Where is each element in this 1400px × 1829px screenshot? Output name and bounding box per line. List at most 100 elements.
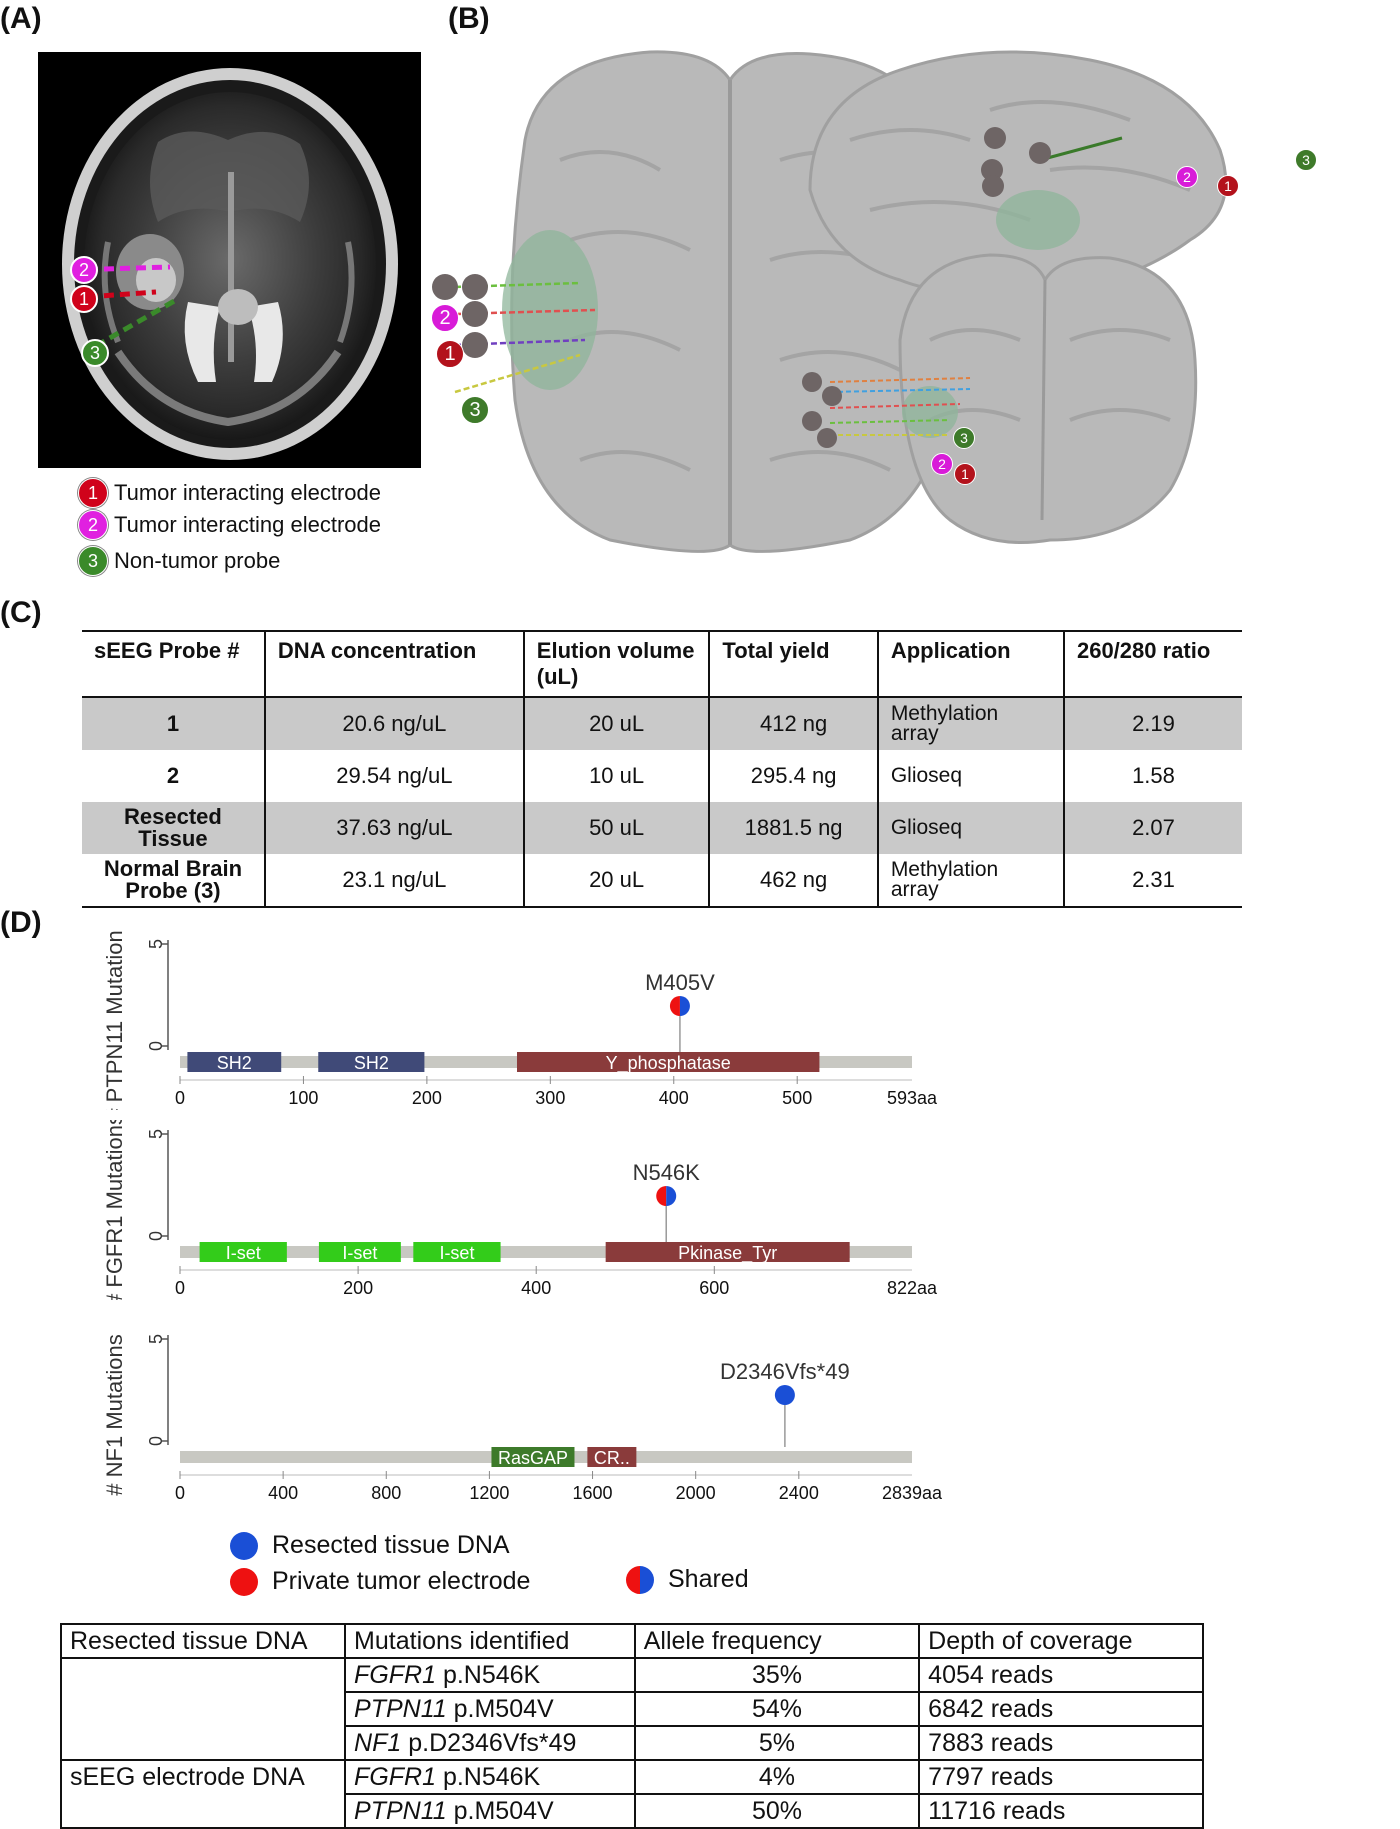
table-d-mutation: FGFR1 p.N546K	[344, 1657, 636, 1693]
table-c-header: DNA concentration	[263, 631, 524, 697]
table-c-cell-probe: Resected Tissue	[82, 802, 265, 854]
table-d-mutation: PTPN11 p.M504V	[344, 1793, 636, 1829]
table-d-af: 54%	[633, 1691, 921, 1727]
marker-number: 2	[1183, 169, 1191, 185]
domain-cr-	[587, 1447, 637, 1467]
legend-swatch-private	[230, 1567, 258, 1596]
legend-a-text: Tumor interacting electrode	[114, 512, 381, 537]
y-tick-label: 0	[146, 1231, 166, 1241]
domain-sh2	[318, 1052, 425, 1072]
legend-d-text: Resected tissue DNA	[272, 1531, 510, 1559]
legend-a-number: 2	[87, 514, 98, 535]
x-tick-label: 300	[535, 1088, 565, 1108]
domain-rasgap	[491, 1447, 575, 1467]
y-tick-label: 5	[146, 939, 166, 949]
table-d-depth: 7797 reads	[918, 1759, 1204, 1795]
x-tick-label: 0	[175, 1088, 185, 1108]
brain-marker-2: 2	[931, 453, 953, 475]
table-d-depth: 6842 reads	[918, 1691, 1204, 1727]
domain-label: I-set	[342, 1243, 377, 1263]
y-tick-label: 0	[146, 1041, 166, 1051]
x-tick-label: 500	[782, 1088, 812, 1108]
x-tick-label: 400	[659, 1088, 689, 1108]
marker-number: 2	[439, 306, 451, 329]
table-c-cell-vol: 10 uL	[522, 750, 710, 802]
panel-label-c: (C)	[0, 596, 42, 629]
marker-number: 3	[469, 398, 481, 421]
variant: p.N546K	[436, 1762, 541, 1791]
domain-label: Y_phosphatase	[606, 1053, 731, 1074]
table-c-cell-yield: 1881.5 ng	[708, 802, 878, 854]
gene-name: PTPN11	[354, 1796, 447, 1825]
table-d-af: 50%	[633, 1793, 921, 1829]
table-d-group	[59, 1726, 347, 1761]
domain-i-set	[413, 1242, 501, 1262]
variant: p.M504V	[446, 1694, 554, 1723]
marker-number: 1	[1224, 178, 1232, 194]
gene-name: FGFR1	[354, 1660, 436, 1689]
table-c-header: sEEG Probe #	[94, 638, 240, 663]
panel-label-d: (D)	[0, 906, 42, 939]
variant: p.D2346Vfs*49	[401, 1728, 577, 1757]
legend-d-item-shared: Shared	[626, 1565, 749, 1594]
table-d-depth: 11716 reads	[918, 1793, 1204, 1829]
electrode-3-badge: 3	[78, 546, 108, 576]
legend-d-item-private: Private tumor electrode	[230, 1567, 530, 1596]
x-tick-label: 2000	[676, 1483, 716, 1503]
x-tick-label: 100	[288, 1088, 318, 1108]
table-c-cell-yield: 462 ng	[708, 854, 878, 907]
brain-marker-3: 3	[461, 396, 489, 424]
table-d-depth: 4054 reads	[918, 1657, 1204, 1693]
table-c-cell-probe: 2	[166, 763, 180, 788]
table-c-cell-app: Methylation array	[876, 697, 1064, 750]
legend-d-item-resected: Resected tissue DNA	[230, 1531, 510, 1560]
table-d-mutation: NF1 p.D2346Vfs*49	[344, 1725, 636, 1761]
x-tick-label: 0	[175, 1278, 185, 1298]
brain-marker-1: 1	[436, 340, 464, 368]
legend-a-text: Non-tumor probe	[114, 548, 281, 573]
table-c-header: Elution volume (uL)	[522, 631, 710, 697]
table-c-cell-conc: 29.54 ng/uL	[263, 750, 524, 802]
brain-3d-render	[432, 50, 1228, 553]
x-end-label: 2839aa	[882, 1483, 943, 1503]
mri-electrode-marker-2: 2	[70, 256, 98, 284]
electrode-1-badge: 1	[78, 478, 108, 508]
mri-electrode-marker-1: 1	[70, 285, 98, 313]
marker-number: 1	[78, 288, 89, 309]
table-d-depth: 7883 reads	[918, 1725, 1204, 1761]
y-tick-label: 0	[146, 1436, 166, 1446]
table-c-header: 260/280 ratio	[1062, 631, 1242, 697]
y-axis-label: # FGFR1 Mutations	[102, 1120, 127, 1300]
table-d-af: 35%	[633, 1657, 921, 1693]
x-tick-label: 1200	[469, 1483, 509, 1503]
brain-marker-2: 2	[431, 304, 459, 332]
gene-name: NF1	[354, 1728, 402, 1757]
gene-name: PTPN11	[354, 1694, 447, 1723]
mri-electrode-marker-3: 3	[81, 339, 109, 367]
legend-d-text: Private tumor electrode	[272, 1567, 531, 1595]
brain-marker-2: 2	[1176, 166, 1198, 188]
x-tick-label: 600	[699, 1278, 729, 1298]
brain-marker-1: 1	[954, 463, 976, 485]
x-tick-label: 400	[521, 1278, 551, 1298]
gene-name: FGFR1	[354, 1762, 436, 1791]
table-d-af: 5%	[633, 1725, 921, 1761]
marker-number: 3	[89, 342, 100, 363]
table-d-group	[59, 1794, 347, 1829]
table-c-cell-conc: 23.1 ng/uL	[263, 854, 524, 907]
table-row: PTPN11 p.M504V 54%6842 reads	[59, 1691, 1204, 1727]
table-c-cell-ratio: 1.58	[1062, 750, 1242, 802]
domain-pkinase-tyr	[605, 1242, 850, 1262]
marker-number: 3	[960, 430, 968, 446]
y-tick-label: 5	[146, 1129, 166, 1139]
mutation-lollipop-shared	[669, 996, 690, 1016]
legend-a-item: 2 Tumor interacting electrode	[78, 510, 381, 540]
